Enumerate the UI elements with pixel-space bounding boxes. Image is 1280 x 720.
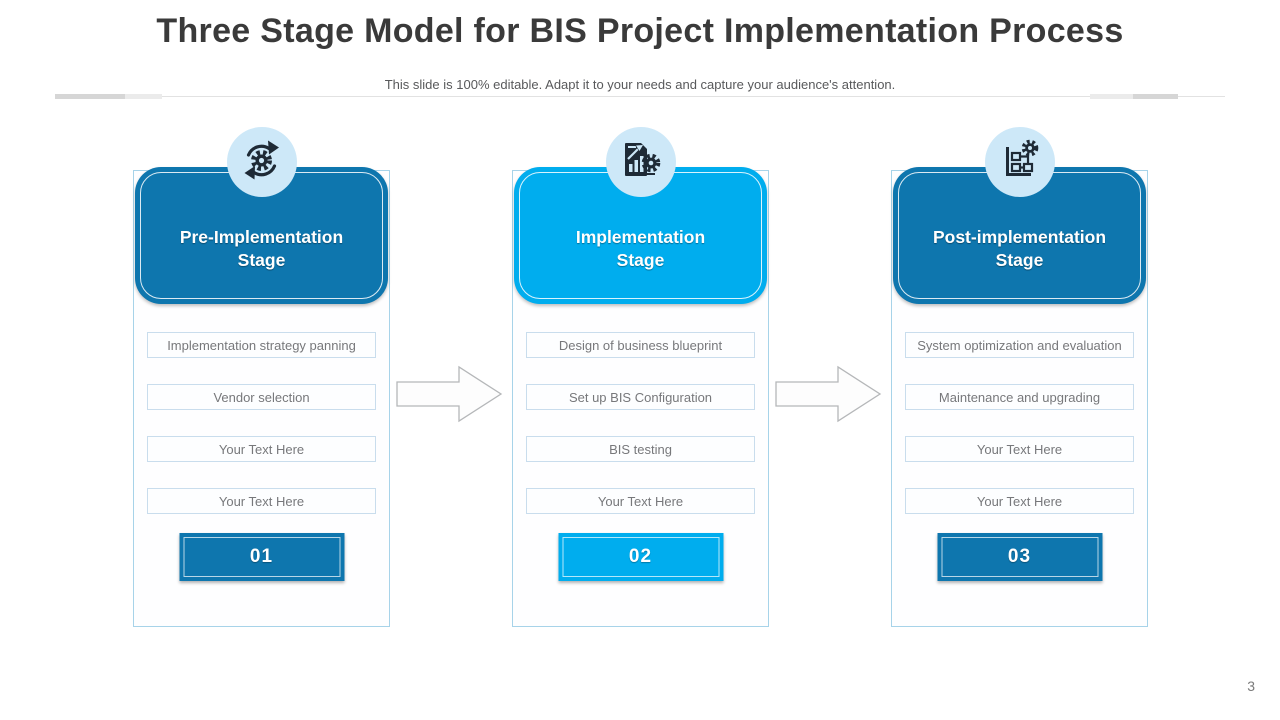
stage-number-badge: 03 (937, 533, 1102, 581)
page-number: 3 (1247, 678, 1255, 694)
divider-segment (1090, 94, 1133, 99)
page-title: Three Stage Model for BIS Project Implem… (156, 12, 1124, 50)
stage-items-list: System optimization and evaluation Maint… (905, 332, 1134, 540)
stage-title-line2: Stage (995, 249, 1044, 270)
stage-icon-circle (984, 127, 1055, 197)
flow-arrow-icon (396, 365, 503, 423)
list-item: Your Text Here (147, 488, 376, 514)
stage-icon-circle (605, 127, 676, 197)
stage-icon-circle (226, 127, 297, 197)
stage-title-line2: Stage (237, 249, 286, 270)
title-divider (55, 96, 1225, 97)
stage-title-line1: Post-implementation (932, 226, 1107, 247)
stage-number-badge: 01 (179, 533, 344, 581)
stage-items-list: Implementation strategy panning Vendor s… (147, 332, 376, 540)
stage-number: 02 (628, 546, 653, 567)
stage-number-badge: 02 (558, 533, 723, 581)
stage-number: 03 (1007, 546, 1032, 567)
divider-segment (125, 94, 162, 99)
divider-segment (55, 94, 125, 99)
list-item: BIS testing (526, 436, 755, 462)
list-item: Your Text Here (147, 436, 376, 462)
stage-title-line1: Implementation (575, 226, 706, 247)
stage-column-implementation: Implementation Stage Design of b (512, 127, 769, 627)
stage-title-line2: Stage (616, 249, 665, 270)
list-item: Your Text Here (526, 488, 755, 514)
flow-arrow-icon (775, 365, 882, 423)
list-item: Your Text Here (905, 436, 1134, 462)
stage-number: 01 (249, 546, 274, 567)
process-sync-gear-icon (238, 136, 286, 189)
list-item: Maintenance and upgrading (905, 384, 1134, 410)
list-item: Your Text Here (905, 488, 1134, 514)
stage-column-post-implementation: Post-implementation Stage Syste (891, 127, 1148, 627)
list-item: Design of business blueprint (526, 332, 755, 358)
list-item: Vendor selection (147, 384, 376, 410)
slide-subtitle: This slide is 100% editable. Adapt it to… (384, 77, 896, 92)
stage-items-list: Design of business blueprint Set up BIS … (526, 332, 755, 540)
list-item: Implementation strategy panning (147, 332, 376, 358)
stage-title-line1: Pre-Implementation (179, 226, 344, 247)
list-item: Set up BIS Configuration (526, 384, 755, 410)
flowchart-gear-icon (996, 136, 1044, 189)
chart-document-gear-icon (617, 136, 665, 189)
list-item: System optimization and evaluation (905, 332, 1134, 358)
stage-column-pre-implementation: Pre-Implementation Stage Implementation … (133, 127, 390, 627)
divider-segment (1133, 94, 1178, 99)
